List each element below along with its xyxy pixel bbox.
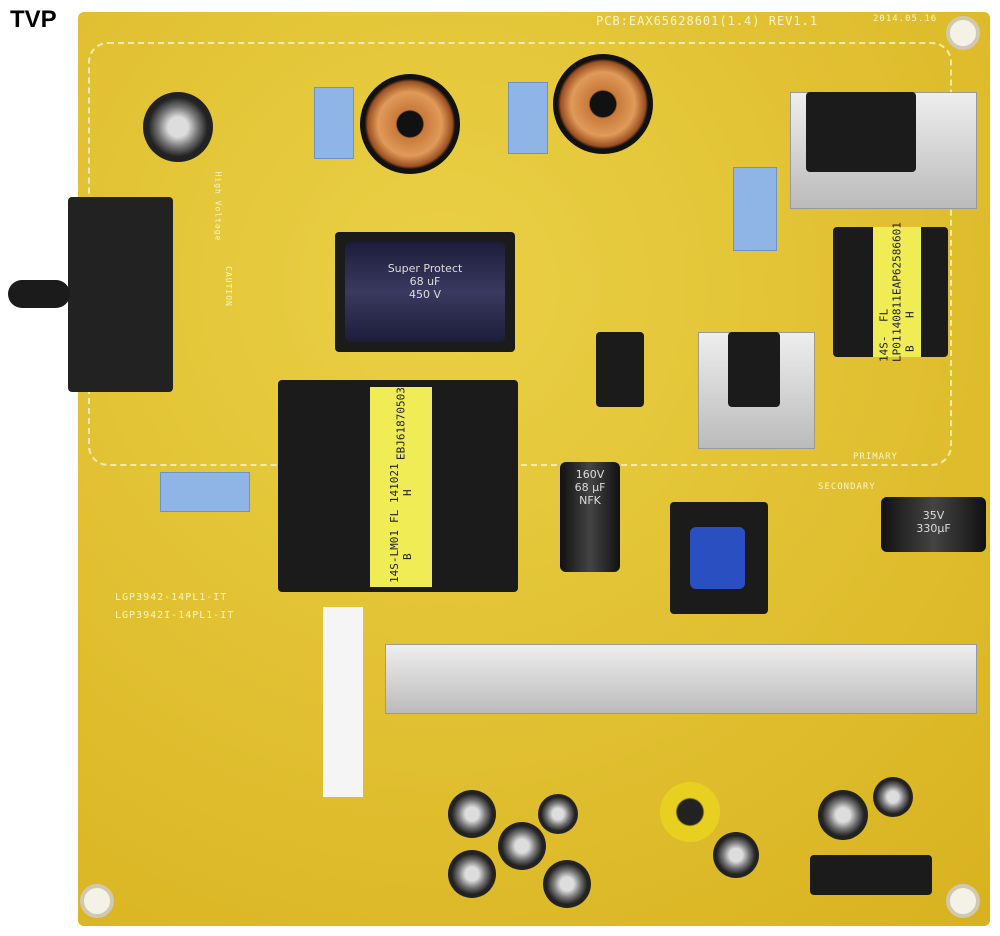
electrolytic-capacitor xyxy=(818,790,868,840)
nfk-brand: NFK xyxy=(579,494,601,507)
pcb-part-number: PCB:EAX65628601(1.4) REV1.1 xyxy=(596,14,819,28)
mount-hole xyxy=(946,16,980,50)
output-capacitor: 35V 330µF xyxy=(881,497,986,552)
main-tx-line3: EBJ61870503 xyxy=(394,387,408,460)
electrolytic-capacitor xyxy=(448,790,496,838)
x-capacitor xyxy=(733,167,777,251)
aux-tx-line2: FL 140811 H xyxy=(877,295,917,336)
out-cap-capacitance: 330µF xyxy=(916,522,951,535)
bulk-cap-voltage: 450 V xyxy=(408,288,442,301)
mount-hole xyxy=(80,884,114,918)
common-mode-choke xyxy=(553,54,653,154)
electrolytic-capacitor xyxy=(538,794,578,834)
caution-label: CAUTION xyxy=(223,266,233,307)
main-tx-line2: FL 141021 H xyxy=(388,463,414,523)
main-transformer-label: 14S-LM01 B FL 141021 H EBJ61870503 xyxy=(370,387,432,587)
mosfet xyxy=(728,332,780,407)
bulk-cap-brand: Super Protect xyxy=(387,262,463,275)
inlet-tab xyxy=(8,280,70,308)
ac-inlet xyxy=(68,197,173,392)
out-cap-voltage: 35V xyxy=(922,509,945,522)
pcb-board: PCB:EAX65628601(1.4) REV1.1 2014.05.16 P… xyxy=(8,12,990,926)
regulator xyxy=(596,332,644,407)
electrolytic-capacitor xyxy=(873,777,913,817)
nfk-capacitance: 68 µF xyxy=(574,481,606,494)
primary-label: PRIMARY xyxy=(853,452,898,462)
electrolytic-capacitor xyxy=(448,850,496,898)
bulk-cap-capacitance: 68 uF xyxy=(409,275,441,288)
corner-label: TVP xyxy=(10,6,57,33)
film-capacitor xyxy=(160,472,250,512)
aux-tx-line1: 14S-LP01 B xyxy=(877,335,917,362)
electrolytic-capacitor xyxy=(498,822,546,870)
secondary-heatsink xyxy=(385,644,977,714)
mount-hole xyxy=(946,884,980,918)
main-tx-line1: 14S-LM01 B xyxy=(388,530,414,584)
secondary-label: SECONDARY xyxy=(818,482,876,492)
model-label: LGP3942-14PL1-IT xyxy=(115,592,228,603)
output-connector xyxy=(810,855,932,895)
x-capacitor xyxy=(314,87,354,159)
model-label: LGP3942I-14PL1-IT xyxy=(115,610,235,621)
electrolytic-capacitor xyxy=(713,832,759,878)
bridge-rectifier xyxy=(806,92,916,172)
aux-transformer-label: 14S-LP01 B FL 140811 H EAP62586601 xyxy=(873,222,921,362)
output-choke xyxy=(660,782,720,842)
aux-tx-line3: EAP62586601 xyxy=(890,222,904,296)
nfk-capacitor: 160V 68 µF NFK xyxy=(560,462,620,572)
varistor xyxy=(143,92,213,162)
output-inductor-winding xyxy=(690,527,745,589)
pcb-date: 2014.05.16 xyxy=(873,14,938,24)
electrolytic-capacitor xyxy=(543,860,591,908)
barcode-label xyxy=(323,607,363,797)
high-voltage-label: High Voltage xyxy=(213,171,223,242)
nfk-voltage: 160V xyxy=(575,468,605,481)
x-capacitor xyxy=(508,82,548,154)
common-mode-choke xyxy=(360,74,460,174)
bulk-capacitor: Super Protect 68 uF 450 V xyxy=(345,242,505,342)
